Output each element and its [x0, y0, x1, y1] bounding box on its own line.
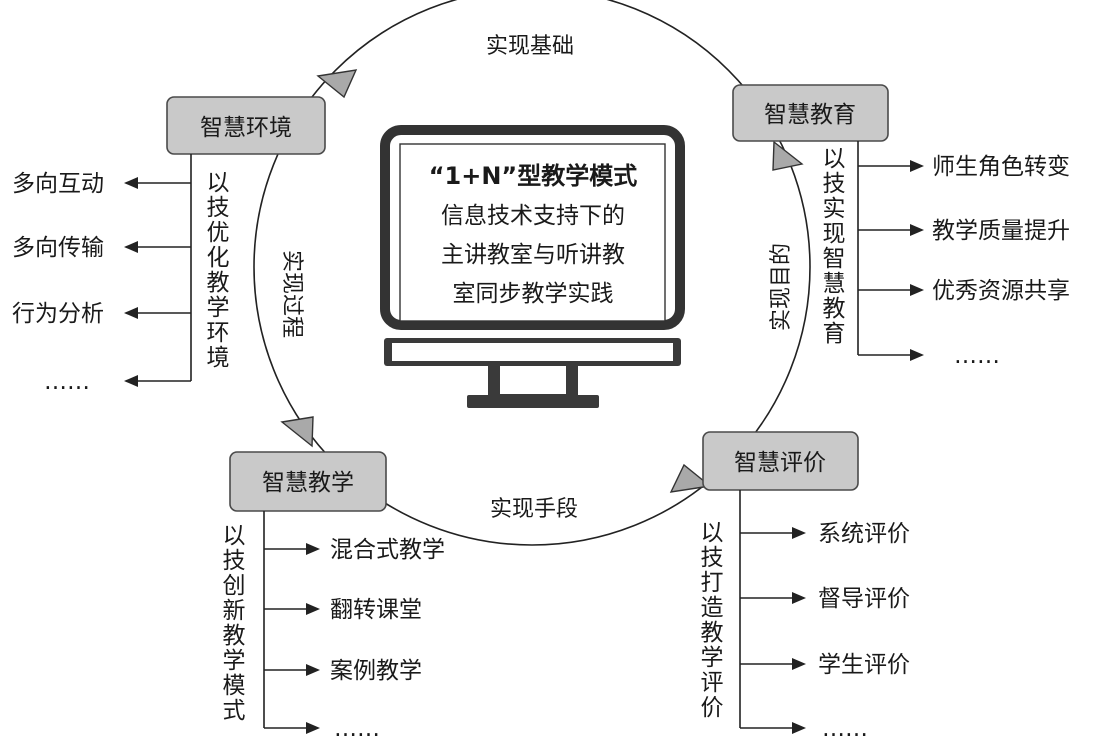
environment-label: 智慧环境 — [200, 115, 292, 141]
svg-text:技: 技 — [823, 171, 846, 197]
environment-box — [166, 96, 326, 155]
svg-text:化: 化 — [207, 245, 230, 271]
environment-item-2: 多向传输 — [12, 235, 104, 261]
cycle-circle — [253, 0, 811, 546]
svg-text:学: 学 — [223, 648, 246, 674]
node-evaluation: 智慧评价 系统评价 督导评价 学生评价 …… 以 技 打 造 教 学 评 价 — [701, 431, 910, 742]
center-line-1: 信息技术支持下的 — [441, 203, 625, 229]
evaluation-item-1: 系统评价 — [818, 521, 910, 547]
teaching-item-1: 混合式教学 — [330, 537, 445, 563]
svg-text:优: 优 — [207, 220, 230, 246]
cycle-arrow-left — [280, 416, 314, 448]
svg-text:境: 境 — [207, 345, 230, 371]
cycle-arrow-right — [772, 140, 804, 171]
svg-text:教: 教 — [223, 623, 246, 649]
svg-text:环: 环 — [207, 320, 230, 346]
education-item-4: …… — [954, 343, 1000, 369]
svg-text:育: 育 — [823, 321, 846, 347]
center-title: “1+N”型教学模式 — [429, 162, 637, 190]
cycle-label-bottom: 实现手段 — [490, 497, 578, 522]
svg-text:技: 技 — [207, 195, 230, 221]
cycle-label-top: 实现基础 — [486, 34, 574, 59]
svg-text:价: 价 — [701, 695, 724, 721]
education-label: 智慧教育 — [764, 102, 856, 128]
svg-text:造: 造 — [701, 595, 724, 621]
svg-text:以: 以 — [701, 520, 724, 546]
center-line-3: 室同步教学实践 — [453, 281, 614, 307]
center-line-2: 主讲教室与听讲教 — [441, 242, 625, 268]
environment-vertical-text: 以 技 优 化 教 学 环 境 — [207, 170, 230, 371]
education-item-3: 优秀资源共享 — [932, 278, 1070, 304]
cycle-arrow-bottom — [669, 463, 712, 493]
teaching-vertical-text: 以 技 创 新 教 学 模 式 — [223, 523, 246, 724]
evaluation-label: 智慧评价 — [734, 450, 826, 476]
svg-text:以: 以 — [223, 523, 246, 549]
cycle-arrow-top — [316, 69, 358, 99]
svg-text:学: 学 — [207, 295, 230, 321]
education-box — [732, 84, 889, 142]
environment-item-3: 行为分析 — [12, 301, 104, 327]
environment-item-4: …… — [44, 369, 90, 395]
evaluation-box — [702, 431, 859, 491]
svg-text:慧: 慧 — [823, 271, 846, 297]
svg-text:教: 教 — [701, 620, 724, 646]
svg-text:以: 以 — [207, 170, 230, 196]
svg-text:教: 教 — [823, 296, 846, 322]
svg-text:式: 式 — [223, 698, 246, 724]
evaluation-vertical-text: 以 技 打 造 教 学 评 价 — [701, 520, 724, 721]
education-item-2: 教学质量提升 — [932, 218, 1070, 244]
node-environment: 智慧环境 多向互动 多向传输 行为分析 …… 以 技 优 化 教 学 环 境 — [12, 96, 326, 395]
evaluation-item-2: 督导评价 — [818, 586, 910, 612]
svg-text:学: 学 — [701, 645, 724, 671]
teaching-item-4: …… — [334, 716, 380, 742]
teaching-item-3: 案例教学 — [330, 658, 422, 684]
svg-text:新: 新 — [223, 598, 246, 624]
education-item-1: 师生角色转变 — [932, 154, 1070, 180]
svg-text:评: 评 — [701, 670, 724, 696]
svg-text:技: 技 — [701, 545, 724, 571]
evaluation-item-4: …… — [822, 716, 868, 742]
svg-text:智: 智 — [823, 246, 846, 272]
teaching-box — [229, 451, 387, 512]
svg-text:打: 打 — [701, 570, 724, 596]
cycle-label-left: 实现过程 — [279, 250, 304, 338]
teaching-item-2: 翻转课堂 — [330, 597, 422, 623]
svg-text:模: 模 — [223, 673, 246, 699]
node-education: 智慧教育 师生角色转变 教学质量提升 优秀资源共享 …… 以 技 实 现 智 慧… — [732, 84, 1070, 369]
cycle-label-right: 实现目的 — [769, 243, 794, 331]
svg-text:技: 技 — [223, 548, 246, 574]
svg-text:现: 现 — [823, 221, 846, 247]
svg-text:实: 实 — [823, 196, 846, 222]
monitor-icon — [380, 125, 685, 408]
teaching-label: 智慧教学 — [262, 470, 354, 496]
svg-text:以: 以 — [823, 146, 846, 172]
svg-text:创: 创 — [223, 573, 246, 599]
education-vertical-text: 以 技 实 现 智 慧 教 育 — [823, 146, 846, 347]
svg-text:教: 教 — [207, 270, 230, 296]
node-teaching: 智慧教学 混合式教学 翻转课堂 案例教学 …… 以 技 创 新 教 学 模 式 — [223, 451, 445, 742]
evaluation-item-3: 学生评价 — [818, 652, 910, 678]
environment-item-1: 多向互动 — [12, 171, 104, 197]
